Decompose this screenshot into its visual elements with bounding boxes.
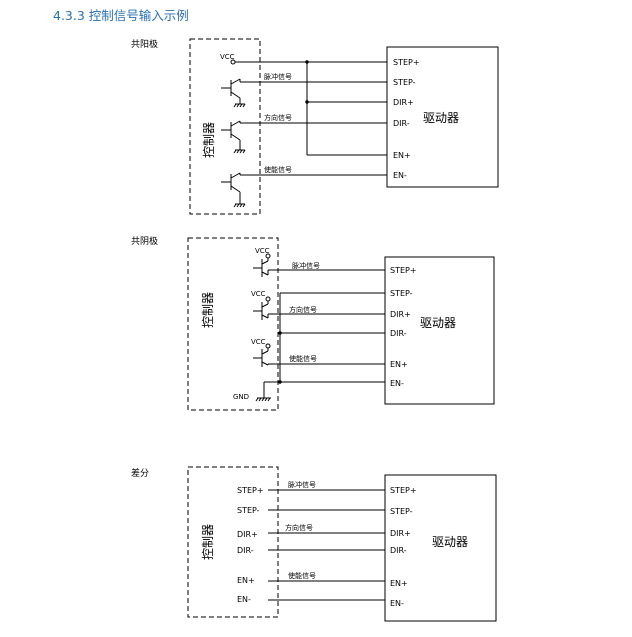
driver-box <box>384 474 497 622</box>
driver-label: 驱动器 <box>420 316 456 330</box>
driver-box <box>386 46 499 188</box>
terminal-step-plus: STEP+ <box>393 58 420 67</box>
vcc-terminal <box>230 59 236 65</box>
terminal-dir-minus: DIR- <box>393 119 410 128</box>
terminal-step-minus: STEP- <box>390 289 413 298</box>
signal-label-pulse: 脉冲信号 <box>288 480 316 489</box>
controller-box <box>189 38 261 215</box>
controller-label: 控制器 <box>201 524 215 560</box>
terminal-step-plus: STEP+ <box>390 486 417 495</box>
transistor-icon <box>221 120 246 154</box>
terminal-dir-minus: DIR- <box>390 329 407 338</box>
common-cathode-diagram: 共阴极 控制器 驱动器 VCC VCC VCC 脉冲信号 <box>131 235 495 411</box>
terminal-en-minus: EN- <box>390 379 404 388</box>
terminal-step-plus: STEP+ <box>390 266 417 275</box>
controller-box <box>187 466 279 618</box>
controller-dir-minus: DIR- <box>237 546 254 555</box>
transistor-icon <box>253 348 269 367</box>
transistor-icon <box>253 301 269 320</box>
vcc-label: VCC <box>251 338 266 346</box>
transistor-icon <box>221 172 246 208</box>
transistor-icon <box>221 78 246 108</box>
controller-en-minus: EN- <box>237 595 251 604</box>
signal-label-enable: 使能信号 <box>289 354 317 363</box>
differential-diagram: 差分 控制器 驱动器 STEP+ STEP- DIR+ DIR- EN+ EN-… <box>131 466 497 622</box>
driver-label: 驱动器 <box>423 111 459 125</box>
transistor-icon <box>253 258 269 277</box>
controller-label: 控制器 <box>201 292 215 328</box>
vcc-label: VCC <box>255 247 270 255</box>
terminal-en-minus: EN- <box>390 599 404 608</box>
terminal-dir-plus: DIR+ <box>390 310 411 319</box>
section-title-common-cathode: 共阴极 <box>131 235 158 247</box>
terminal-step-minus: STEP- <box>393 78 416 87</box>
terminal-en-plus: EN+ <box>393 151 411 160</box>
controller-step-plus: STEP+ <box>237 486 264 495</box>
section-title-common-anode: 共阳极 <box>131 38 158 50</box>
common-anode-diagram: 共阳极 控制器 驱动器 VCC 脉冲信号 <box>131 38 499 215</box>
driver-box <box>384 256 495 405</box>
terminal-en-plus: EN+ <box>390 360 408 369</box>
controller-step-minus: STEP- <box>237 506 260 515</box>
vcc-label: VCC <box>251 290 266 298</box>
signal-label-direction: 方向信号 <box>264 113 292 122</box>
controller-label: 控制器 <box>202 122 216 158</box>
signal-label-enable: 使能信号 <box>288 571 316 580</box>
signal-label-enable: 使能信号 <box>264 165 292 174</box>
vcc-label: VCC <box>220 53 235 61</box>
signal-label-pulse: 脉冲信号 <box>264 72 292 81</box>
signal-label-direction: 方向信号 <box>289 305 317 314</box>
terminal-en-plus: EN+ <box>390 579 408 588</box>
signal-label-direction: 方向信号 <box>285 523 313 532</box>
signal-label-pulse: 脉冲信号 <box>292 261 320 270</box>
vcc-terminal <box>265 343 271 349</box>
controller-dir-plus: DIR+ <box>237 530 258 539</box>
section-title-differential: 差分 <box>131 467 149 479</box>
controller-en-plus: EN+ <box>237 576 255 585</box>
gnd-label: GND <box>233 393 249 401</box>
vcc-terminal <box>265 296 271 302</box>
terminal-dir-minus: DIR- <box>390 546 407 555</box>
terminal-en-minus: EN- <box>393 171 407 180</box>
page-heading: 4.3.3 控制信号输入示例 <box>53 8 189 23</box>
terminal-dir-plus: DIR+ <box>390 529 411 538</box>
terminal-step-minus: STEP- <box>390 507 413 516</box>
vcc-terminal <box>265 253 271 259</box>
terminal-dir-plus: DIR+ <box>393 98 414 107</box>
controller-box <box>187 237 279 411</box>
driver-label: 驱动器 <box>432 535 468 549</box>
